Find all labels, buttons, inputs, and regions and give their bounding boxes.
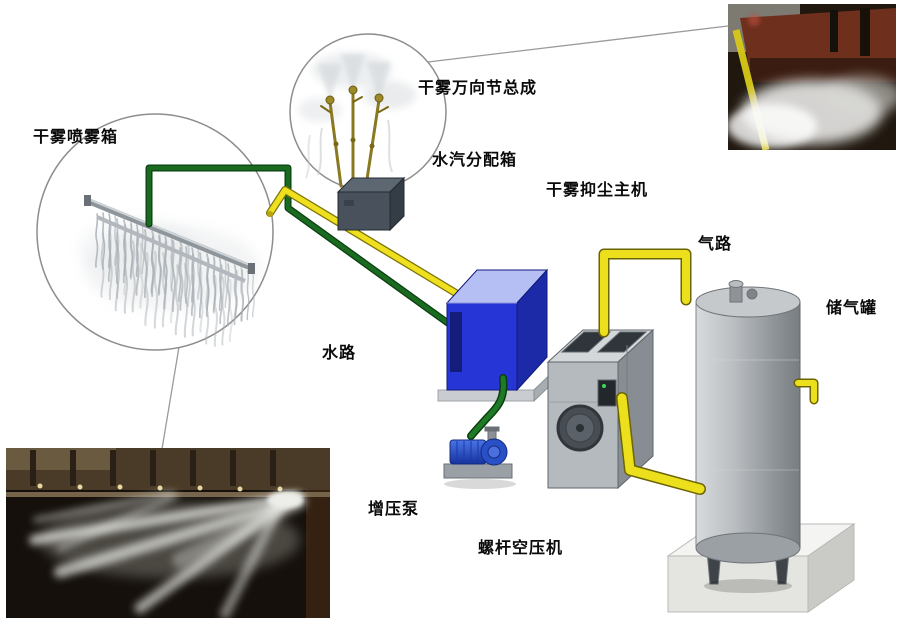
connector-line-bottom <box>161 346 180 450</box>
air-pipe-compressor-to-tank-bottom <box>616 392 706 495</box>
nozzle-assembly <box>320 85 389 188</box>
label-screw-compressor: 螺杆空压机 <box>478 538 564 557</box>
photo-bottom-left <box>6 448 330 618</box>
universal-joint-detail-circle <box>289 33 447 191</box>
main-unit-base <box>437 389 535 402</box>
air-pipe-compressor-to-tank-top <box>598 248 692 338</box>
label-main-unit: 干雾抑尘主机 <box>546 180 649 199</box>
vapor-distribution-box <box>336 176 406 232</box>
label-spray-box: 干雾喷雾箱 <box>33 127 119 146</box>
photo-mist-fan <box>29 491 307 618</box>
photo-top-right <box>728 4 896 150</box>
screw-compressor <box>546 328 655 490</box>
spray-box-detail-circle <box>36 113 274 351</box>
label-universal-joint: 干雾万向节总成 <box>418 78 538 97</box>
water-hose-to-pump <box>467 374 508 440</box>
label-vapor-box: 水汽分配箱 <box>432 150 518 169</box>
compressor-control-panel <box>597 379 617 407</box>
label-water-line: 水路 <box>322 343 357 362</box>
water-pipe <box>145 164 456 330</box>
connector-lines <box>161 25 729 450</box>
label-booster-pump: 增压泵 <box>368 499 420 518</box>
air-tank <box>695 280 801 593</box>
air-pipe-tank-outlet <box>793 378 819 405</box>
main-unit <box>437 268 563 403</box>
label-air-tank: 储气罐 <box>826 298 878 317</box>
label-air-line: 气路 <box>698 234 733 253</box>
booster-pump <box>443 426 516 489</box>
connector-line-top <box>427 25 729 63</box>
air-pipe-to-main-unit <box>266 186 468 302</box>
